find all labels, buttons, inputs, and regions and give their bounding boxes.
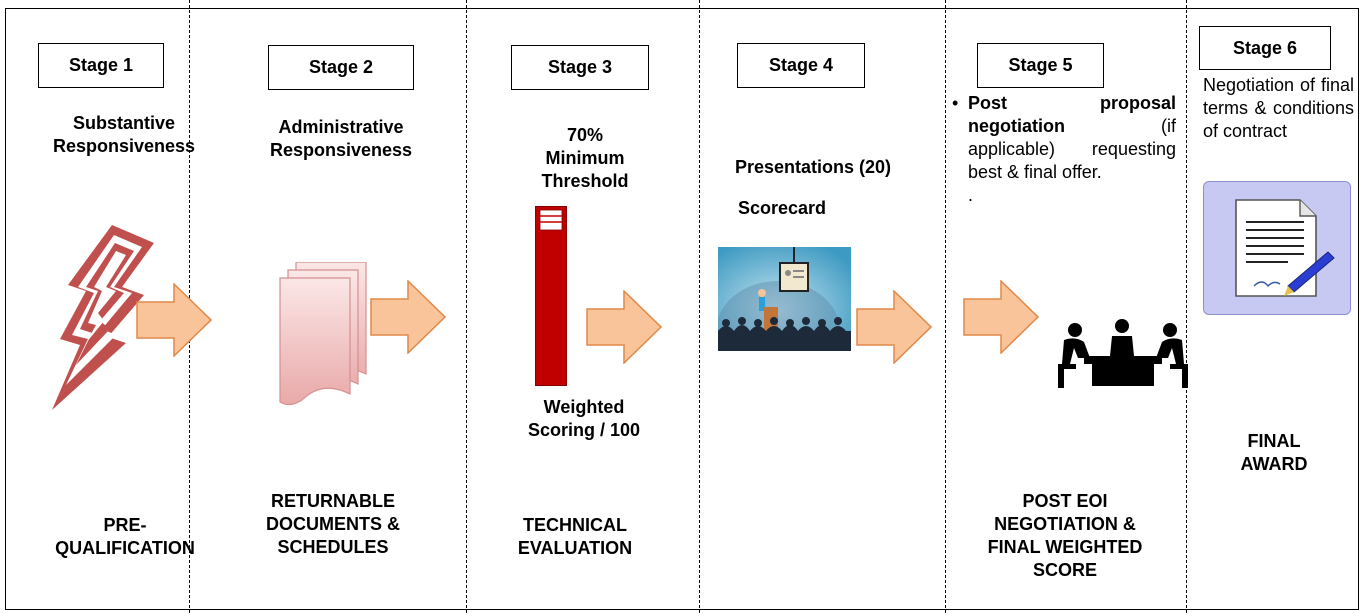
stage-6-description: Negotiation of final terms & conditions … [1203,75,1354,141]
stage-3-box: Stage 3 [511,45,649,90]
documents-stack-icon [278,262,378,410]
column-divider [1186,0,1187,613]
bullet-icon: • [952,93,959,113]
threshold-bar-icon [535,206,567,386]
stage-5-bullet-bold: Post proposal negotiation [968,93,1176,136]
flow-arrow-icon [136,283,212,357]
stage-3-subtitle: 70% Minimum Threshold [541,125,629,191]
column-divider [945,0,946,613]
meeting-table-icon [1058,318,1188,390]
stage-5-dot: . [968,185,974,205]
stage-2-box: Stage 2 [268,45,414,90]
stage-1-box: Stage 1 [38,43,164,88]
stage-5-box: Stage 5 [977,43,1104,88]
diagram-frame [5,8,1359,610]
stage-6-footer: FINAL AWARD [1240,431,1308,474]
stage-4-subtitle: Presentations (20) [734,157,892,177]
stage-6-box: Stage 6 [1199,26,1331,70]
stage-2-subtitle: Administrative Responsiveness [269,117,413,160]
stage-4-box: Stage 4 [737,43,865,88]
stage-1-footer: PRE- QUALIFICATION [55,515,195,558]
stage-1-subtitle: Substantive Responsiveness [52,113,196,156]
flow-arrow-icon [586,290,662,364]
presentation-icon [718,247,851,351]
flow-arrow-icon [963,280,1039,354]
stage-2-footer: RETURNABLE DOCUMENTS & SCHEDULES [266,491,400,557]
stage-3-lower-label: Weighted Scoring / 100 [527,397,641,440]
stage-3-footer: TECHNICAL EVALUATION [517,515,633,558]
stage-5-description: • Post proposal negotiation (if applicab… [952,92,1176,207]
stage-4-sub2: Scorecard [737,198,827,218]
lightning-icon [52,225,157,410]
contract-sign-icon [1203,181,1351,315]
stage-5-bullet-text: (if applicable) requesting best & final … [968,116,1176,182]
flow-arrow-icon [370,280,446,354]
column-divider [699,0,700,613]
stage-5-footer: POST EOI NEGOTIATION & FINAL WEIGHTED SC… [987,491,1143,580]
flow-arrow-icon [856,290,932,364]
column-divider [466,0,467,613]
